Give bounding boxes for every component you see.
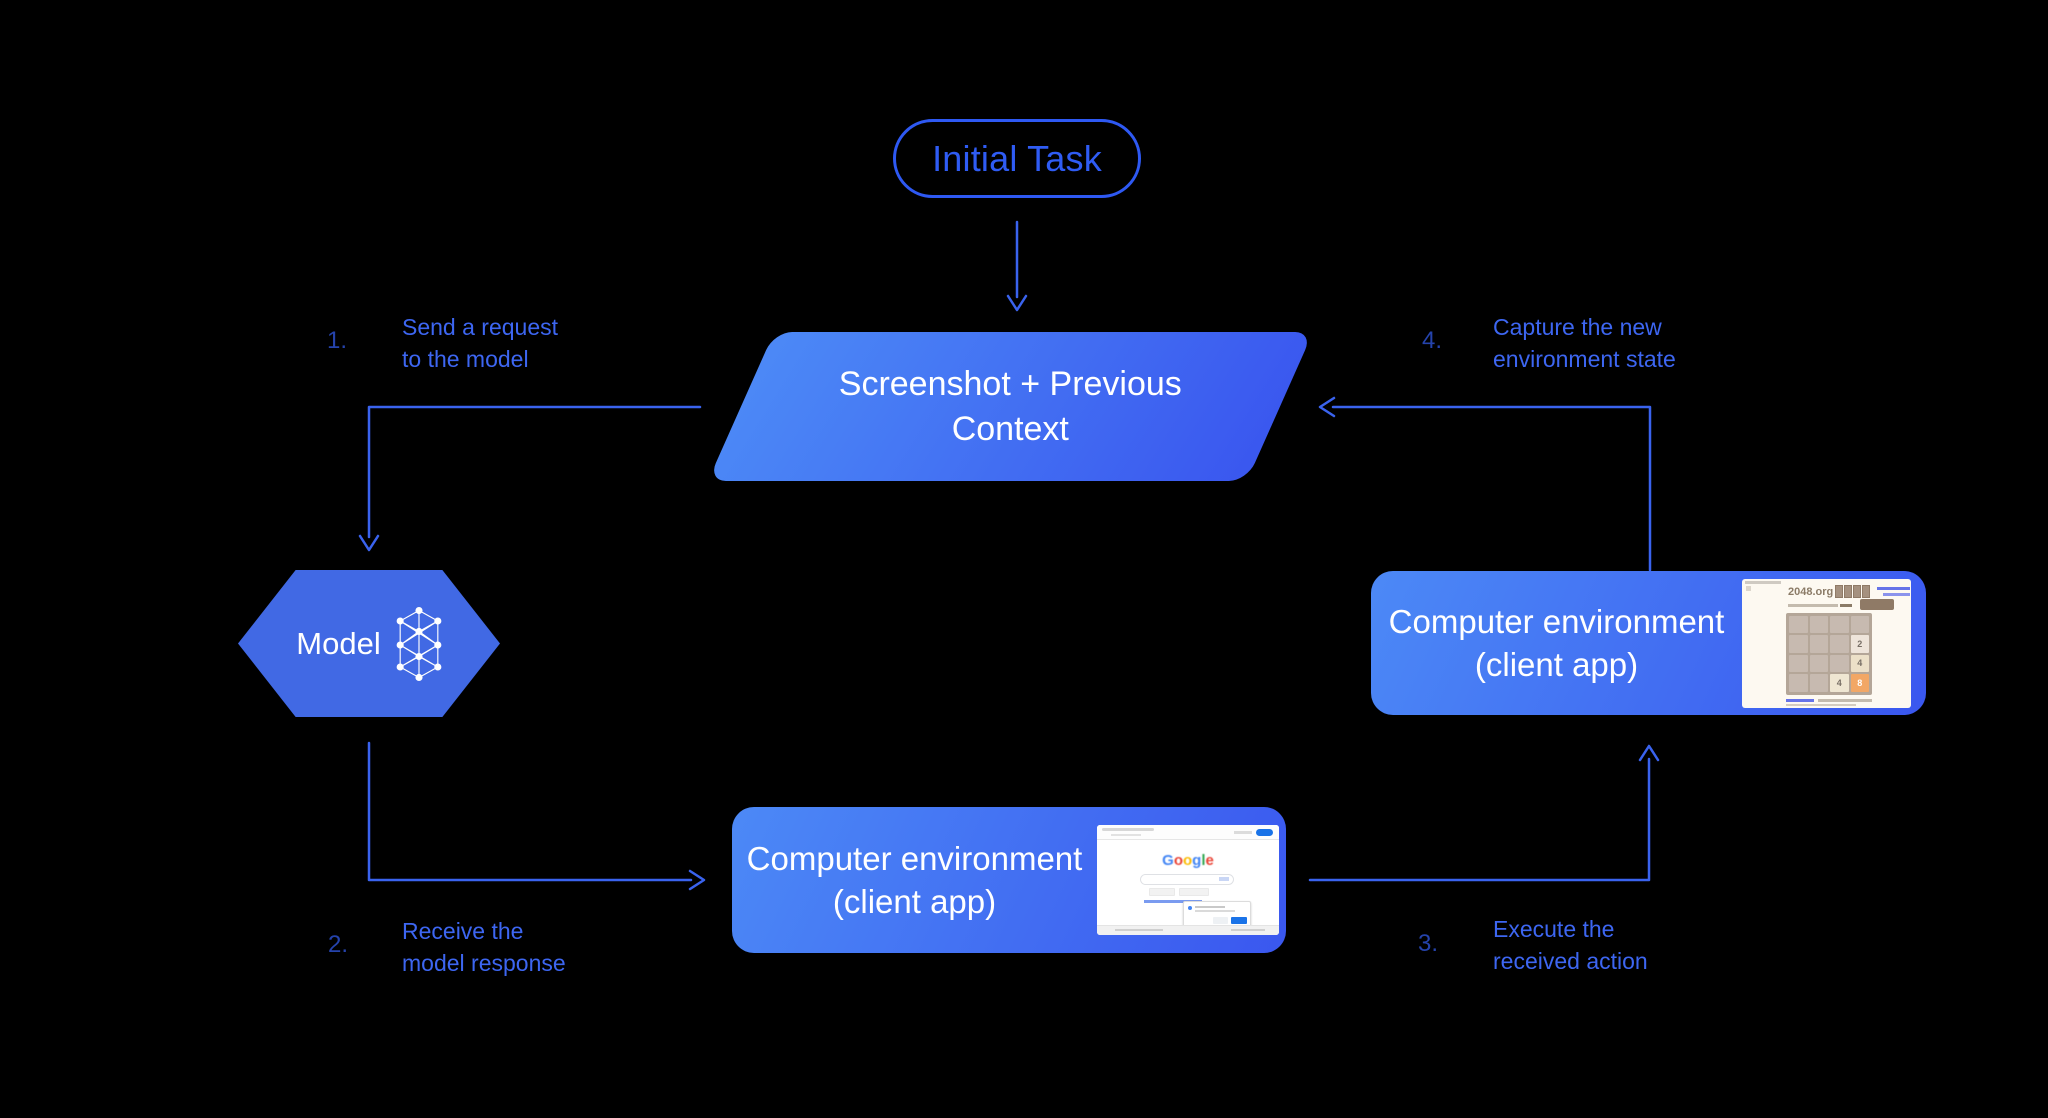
computer-environment-line1: Computer environment (746, 840, 1083, 877)
score-boxes (1835, 584, 1870, 598)
footer-links-right (1231, 929, 1265, 931)
step-1-label: Send a request to the model (402, 314, 559, 372)
google-logo: Google (1162, 852, 1214, 869)
model-label: Model (296, 625, 381, 661)
subtitle-text (1788, 603, 1838, 607)
step-4-number: 4. (1422, 327, 1443, 354)
language-link (1144, 900, 1202, 903)
mic-icon (1219, 877, 1229, 881)
top-link (1877, 586, 1910, 590)
arrow-env2-to-context-line (1331, 405, 1652, 572)
tile-2: 2 (1850, 635, 1869, 653)
arrow-model-to-env-head (688, 869, 706, 891)
initial-task-label: Initial Task (932, 137, 1102, 179)
arrow-context-to-model-line (367, 405, 702, 539)
screenshot-context-line2: Context (951, 409, 1070, 448)
bottom-link (1786, 698, 1814, 702)
step-3-number: 3. (1418, 930, 1439, 957)
computer-environment-line1: Computer environment (1388, 603, 1725, 640)
site-title: 2048.org (1788, 585, 1834, 598)
initial-task-node: Initial Task (893, 119, 1141, 198)
screenshot-context-node: Screenshot + Previous Context (707, 332, 1314, 481)
browser-tab (1745, 580, 1781, 584)
feeling-lucky-button (1179, 888, 1209, 896)
footer-links-left (1115, 929, 1163, 931)
google-homepage-thumbnail: Google (1097, 825, 1279, 935)
arrow-context-to-model-head (358, 534, 380, 552)
computer-environment-node-google: Computer environment (client app) Google (732, 807, 1286, 953)
subtitle-bold-text (1840, 603, 1852, 607)
search-input (1140, 874, 1234, 885)
bottom-text (1818, 698, 1872, 702)
arrow-env2-to-context-head (1318, 396, 1336, 418)
new-game-button (1860, 598, 1894, 610)
sign-in-button (1256, 829, 1273, 836)
step-4-label: Capture the new environment state (1493, 314, 1676, 372)
step-2-label: Receive the model response (402, 918, 566, 976)
google-footer-bar (1097, 925, 1279, 935)
computer-environment-line2: (client app) (832, 883, 997, 920)
arrow-env-to-env2-head (1638, 744, 1660, 762)
dialog-primary-button (1231, 917, 1247, 924)
computer-environment-label: Computer environment (client app) (732, 837, 1097, 923)
model-node: Model (238, 570, 500, 717)
dialog-text-line (1195, 906, 1225, 908)
dialog-icon (1188, 906, 1192, 910)
computer-environment-line2: (client app) (1474, 646, 1639, 683)
neural-network-icon (396, 606, 442, 681)
toolbar-icons (1234, 831, 1252, 834)
screenshot-context-line1: Screenshot + Previous (838, 364, 1183, 403)
arrow-task-to-context-head (1006, 294, 1028, 312)
dialog-text-line (1195, 910, 1235, 912)
tile-8: 8 (1850, 674, 1869, 692)
arrow-env-to-env2-line (1308, 757, 1651, 882)
step-1-number: 1. (327, 327, 348, 354)
tile-4: 4 (1850, 654, 1869, 672)
browser-tab (1102, 828, 1154, 831)
step-2-number: 2. (328, 931, 349, 958)
computer-environment-label: Computer environment (client app) (1371, 600, 1742, 686)
dialog-secondary-button (1213, 917, 1228, 924)
cookie-dialog (1183, 901, 1251, 929)
tile-4: 4 (1830, 674, 1849, 692)
top-link (1883, 592, 1910, 596)
screenshot-context-label: Screenshot + Previous Context (839, 362, 1182, 452)
computer-environment-node-2048: Computer environment (client app) 2048.o… (1371, 571, 1926, 715)
browser-chrome-bar (1097, 825, 1279, 840)
back-icon (1746, 585, 1751, 591)
address-bar (1111, 834, 1141, 836)
google-search-button (1149, 888, 1175, 896)
step-3-label: Execute the received action (1493, 916, 1648, 974)
bottom-text (1786, 703, 1856, 706)
arrow-model-to-env-line (367, 741, 693, 882)
